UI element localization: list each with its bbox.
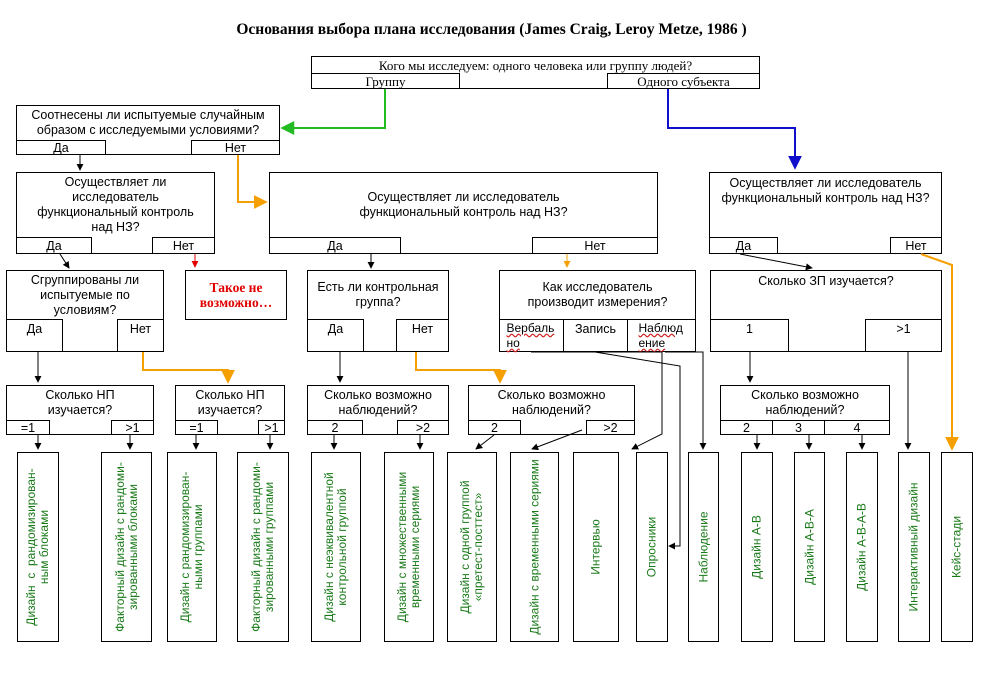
q1-option-group: Группу [312,73,460,89]
q5c-box: Сколько возможно наблюдений? 2 >2 [307,385,449,435]
design-interactive: Интерактивный дизайн [898,452,930,642]
q1-option-single: Одного субъекта [607,73,759,89]
q3b-box: Осуществляет ли исследователь функционал… [269,172,658,254]
arrow-single-to-q3c [667,89,802,170]
design-interview: Интервью [573,452,619,642]
q5b-box: Сколько НП изучается? =1 >1 [175,385,285,435]
arrow-q2-no [237,155,268,209]
q4b-text: Есть ли контрольная группа? [317,280,439,309]
arrow-q5d-two [475,434,495,450]
q4b-yes: Да [308,319,364,352]
design-observation: Наблюдение [688,452,719,642]
q4a-no: Нет [117,319,163,352]
q5a-box: Сколько НП изучается? =1 >1 [6,385,154,435]
design-case-study: Кейс-стади [941,452,973,642]
q3c-yes: Да [710,237,778,254]
q4a-yes: Да [7,319,63,352]
q5d-box: Сколько возможно наблюдений? 2 >2 [468,385,635,435]
diagram-title: Основания выбора плана исследования (Jam… [236,21,747,38]
q4c-text: Как исследователь производит измерения? [527,280,668,309]
arrow-q5d-many [531,429,583,451]
design-a-b-a: Дизайн А-В-А [794,452,825,642]
q4d-many: >1 [865,319,941,352]
q2-box: Соотнесены ли испытуемые случайным образ… [16,105,280,155]
design-randomized-blocks: Дизайн с рандомизирован- ным блоками [17,452,59,642]
arrow-q3c-no [920,253,959,451]
q5c-two: 2 [308,420,363,435]
arrow-q4c-record [594,351,681,550]
impossible-text: Такое не возможно… [199,280,273,310]
q5e-three: 3 [773,420,825,435]
design-time-series: Дизайн с временными сериями [510,452,559,642]
design-questionnaires: Опросники [636,452,668,642]
q5b-text: Сколько НП изучается? [195,388,265,417]
q4c-option-verbal: Вербально [500,319,564,352]
q3c-text: Осуществляет ли исследователь функционал… [721,176,930,205]
arrow-q3c-yes [739,253,813,271]
q2-text: Соотнесены ли испытуемые случайным образ… [31,108,265,137]
q5a-many: >1 [111,420,153,435]
q3a-yes: Да [17,237,92,254]
q2-no: Нет [191,140,279,155]
design-randomized-groups: Дизайн с рандомизирован- ными группами [167,452,217,642]
q4d-one: 1 [711,319,789,352]
q4c-option-record: Запись [564,319,628,352]
arrow-q3a-yes [59,253,70,269]
design-factorial-randomized-groups: Факторный дизайн с рандоми- зированными … [237,452,289,642]
q5b-one: =1 [176,420,218,435]
arrow-q4b-no [415,352,507,384]
q3b-text: Осуществляет ли исследователь функционал… [359,190,568,219]
q4c-option-observation: Наблюдение [628,319,695,352]
q3a-text: Осуществляет ли исследователь функционал… [37,175,194,234]
q2-yes: Да [17,140,106,155]
q1-text: Кого мы исследуем: одного человека или г… [378,57,693,73]
q4b-no: Нет [396,319,448,352]
q5e-box: Сколько возможно наблюдений? 2 3 4 [720,385,890,435]
q5d-text: Сколько возможно наблюдений? [497,388,606,417]
q5d-many: >2 [586,420,634,435]
q5d-two: 2 [469,420,521,435]
q3c-box: Осуществляет ли исследователь функционал… [709,172,942,254]
design-a-b-a-b: Дизайн А-В-А-В [846,452,878,642]
q5e-two: 2 [721,420,773,435]
q3a-no: Нет [152,237,214,254]
q3c-no: Нет [890,237,941,254]
q4d-text: Сколько ЗП изучается? [758,273,894,288]
q1-box: Кого мы исследуем: одного человека или г… [311,56,760,89]
design-one-group-pretest-posttest: Дизайн с одной группой «претест-посттест… [447,452,497,642]
q3b-no: Нет [532,237,657,254]
design-nonequivalent-control: Дизайн с неэквивалентной контрольной гру… [311,452,361,642]
design-multiple-time-series: Дизайн с множественными временными серия… [384,452,434,642]
arrow-q4c-verbal [531,351,663,450]
q4a-box: Сгруппированы ли испытуемые по условиям?… [6,270,164,352]
q4d-box: Сколько ЗП изучается? 1 >1 [710,270,942,352]
design-factorial-randomized-blocks: Факторный дизайн с рандоми- зированными … [101,452,152,642]
q5c-text: Сколько возможно наблюдений? [324,388,432,417]
q3a-box: Осуществляет ли исследователь функционал… [16,172,215,254]
q5e-four: 4 [825,420,889,435]
q5a-text: Сколько НП изучается? [45,388,115,417]
q4a-text: Сгруппированы ли испытуемые по условиям? [30,272,140,317]
q5a-one: =1 [7,420,50,435]
q5c-many: >2 [397,420,448,435]
q4b-box: Есть ли контрольная группа? Да Нет [307,270,449,352]
q3b-yes: Да [270,237,401,254]
q5e-text: Сколько возможно наблюдений? [751,388,859,417]
arrow-group-to-q2 [280,89,386,135]
q5b-many: >1 [258,420,284,435]
design-a-b: Дизайн А-В [741,452,773,642]
arrow-q4c-observation [665,351,707,450]
impossible-box: Такое не возможно… [185,270,287,320]
arrow-q4a-no [142,352,235,384]
